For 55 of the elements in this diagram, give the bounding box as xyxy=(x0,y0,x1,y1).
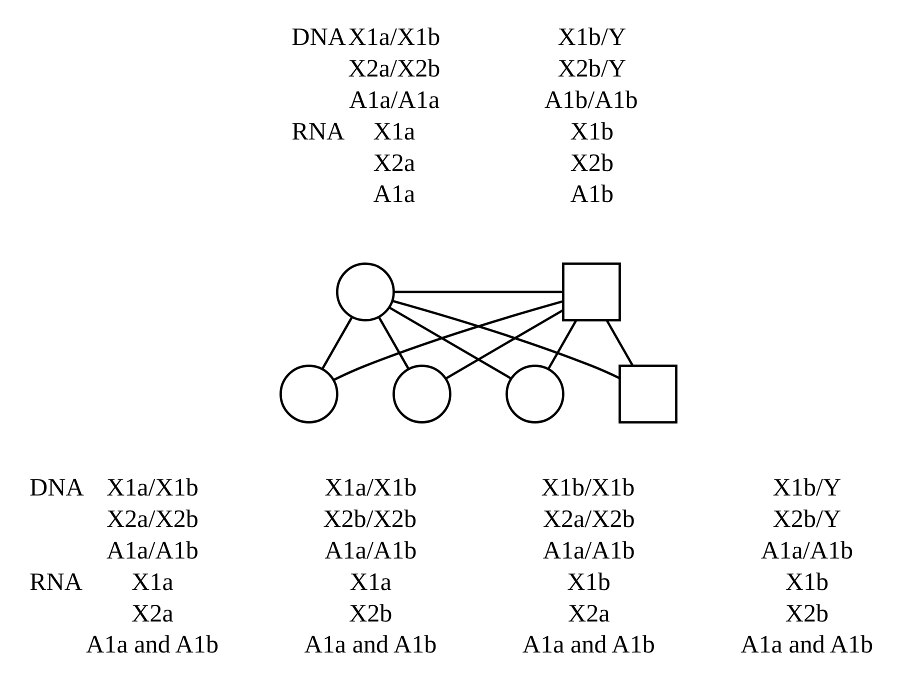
node-label: X1b/Y xyxy=(558,24,626,51)
node-label: A1a/A1b xyxy=(324,537,417,564)
node-label: X1a/X1b xyxy=(324,474,417,502)
node-label: A1a/A1b xyxy=(761,537,854,564)
connector xyxy=(547,320,578,369)
node-label: DNA xyxy=(30,474,84,502)
node-label: A1a/A1b xyxy=(106,537,199,564)
node-circle xyxy=(392,364,452,423)
node-circle xyxy=(280,364,338,423)
node-label: X1b xyxy=(567,568,610,596)
connector xyxy=(606,320,634,366)
connector xyxy=(389,306,512,380)
node-circle xyxy=(506,364,564,423)
node-label: A1a/A1b xyxy=(542,537,635,564)
node-label: X2a/X2b xyxy=(106,506,199,533)
node-label: X1a xyxy=(373,118,416,145)
node-label: RNA xyxy=(292,118,345,145)
node-label: X1b xyxy=(570,118,614,145)
node-label: X2a xyxy=(373,149,416,176)
node-label: X1a/X1b xyxy=(106,474,199,502)
node-label: A1b/A1b xyxy=(544,86,638,114)
node-label: X1a xyxy=(350,568,392,596)
node-label: X1a xyxy=(132,568,174,596)
node-label: X2a/X2b xyxy=(542,506,635,533)
node-label: X2b/X2b xyxy=(323,506,417,533)
node-label: A1a/A1a xyxy=(348,86,440,114)
node-label: A1a and A1b xyxy=(740,631,874,658)
connector xyxy=(333,300,564,380)
connector xyxy=(394,290,563,293)
node-label: X2a/X2b xyxy=(348,55,440,82)
node-box xyxy=(618,364,678,423)
node-circle xyxy=(336,262,395,321)
node-label: X1b xyxy=(785,568,829,596)
connector xyxy=(378,316,410,369)
node-label: A1a xyxy=(373,180,416,208)
connector xyxy=(322,316,354,369)
node-label: X2b xyxy=(570,149,614,176)
node-label: A1b xyxy=(570,180,614,208)
node-label: X2b xyxy=(785,600,829,627)
node-label: RNA xyxy=(30,568,83,596)
node-label: A1a and A1b xyxy=(522,631,655,658)
node-label: A1a and A1b xyxy=(86,631,219,658)
node-box xyxy=(562,262,621,321)
node-label: X2a xyxy=(132,600,174,627)
node-label: X1a/X1b xyxy=(348,24,440,51)
node-label: X1b/X1b xyxy=(541,474,635,502)
node-label: X2b/Y xyxy=(772,506,842,533)
node-label: X2a xyxy=(568,600,610,627)
node-label: X1b/Y xyxy=(772,474,842,502)
connector xyxy=(445,308,564,379)
connector xyxy=(392,299,620,379)
node-label: X2b xyxy=(348,600,392,627)
node-label: DNA xyxy=(292,24,346,51)
node-label: X2b/Y xyxy=(558,55,626,82)
node-label: A1a and A1b xyxy=(304,631,437,658)
